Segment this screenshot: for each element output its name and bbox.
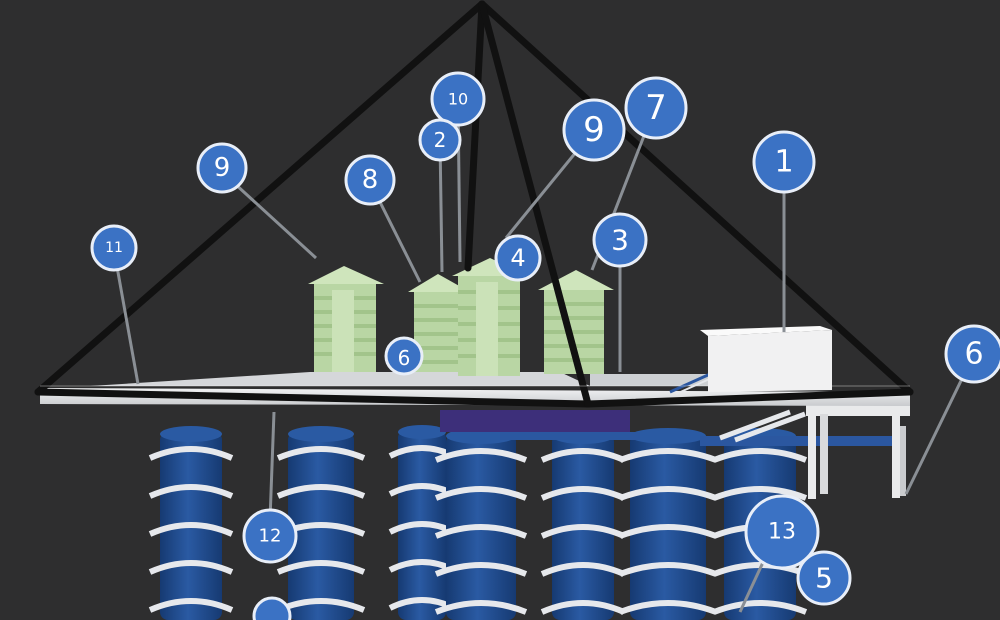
right-bracket	[806, 404, 910, 499]
svg-text:5: 5	[815, 562, 833, 595]
tower-module-1	[308, 266, 384, 372]
callout-9-right: 9	[562, 98, 626, 162]
callout-9-left: 9	[196, 142, 248, 194]
callout-4: 4	[494, 234, 542, 282]
svg-text:8: 8	[362, 165, 379, 195]
column-5	[540, 428, 626, 620]
svg-text:1: 1	[774, 145, 793, 180]
column-2	[276, 426, 366, 620]
callout-2: 2	[418, 118, 462, 162]
tower-module-2	[408, 274, 470, 372]
column-1	[148, 426, 234, 620]
column-6	[618, 428, 718, 620]
callout-12: 12	[242, 508, 298, 564]
callout-6-right: 6	[944, 324, 1000, 384]
control-box	[700, 326, 832, 392]
callout-8: 8	[344, 154, 396, 206]
callout-13: 13	[744, 494, 820, 570]
callout-5: 5	[796, 550, 852, 606]
svg-text:11: 11	[105, 240, 123, 256]
callout-6-left: 6	[384, 336, 424, 376]
column-4	[434, 428, 528, 620]
callout-7: 7	[624, 76, 688, 140]
svg-text:9: 9	[583, 110, 605, 150]
callout-11: 11	[90, 224, 138, 272]
callout-1: 1	[752, 130, 816, 194]
column-3	[388, 425, 456, 620]
svg-text:10: 10	[448, 90, 468, 109]
svg-text:12: 12	[259, 526, 282, 547]
svg-text:6: 6	[398, 346, 411, 370]
svg-text:9: 9	[214, 153, 231, 183]
callout-partial	[252, 596, 292, 620]
svg-text:3: 3	[611, 224, 629, 257]
callout-10: 10	[430, 71, 486, 127]
svg-text:6: 6	[964, 337, 983, 372]
tower-module-3	[452, 258, 528, 376]
svg-text:13: 13	[768, 520, 796, 545]
svg-text:2: 2	[434, 128, 447, 152]
callout-3: 3	[592, 212, 648, 268]
svg-text:4: 4	[510, 244, 525, 272]
svg-text:7: 7	[645, 88, 667, 128]
underside-rail	[440, 409, 900, 446]
